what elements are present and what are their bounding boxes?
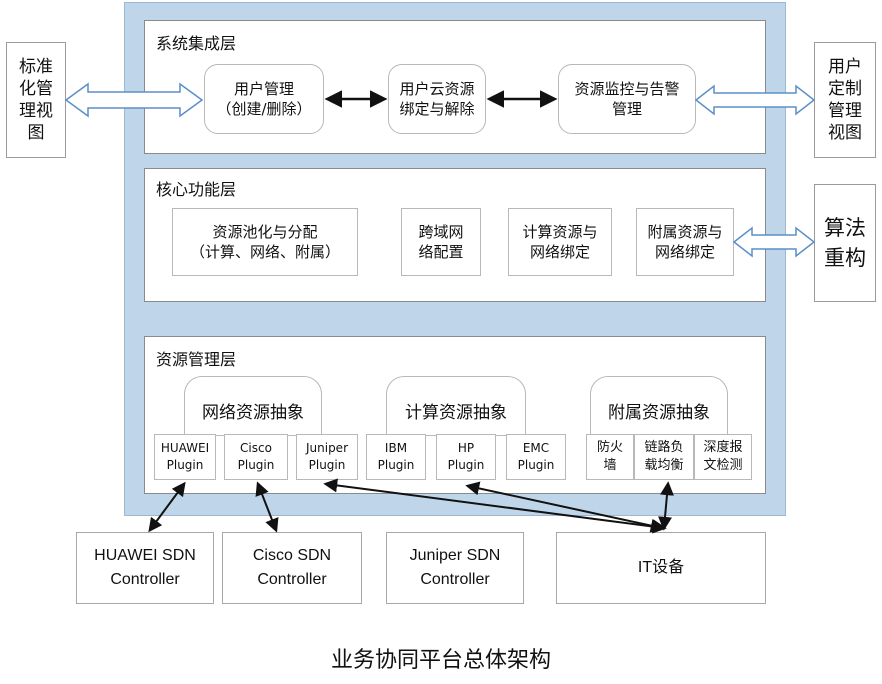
arrow-aux-it bbox=[658, 481, 674, 531]
huawei-plugin: HUAWEI Plugin bbox=[154, 434, 216, 480]
cisco-sdn-controller: Cisco SDN Controller bbox=[222, 532, 362, 604]
auxiliary-network-binding-box: 附属资源与 网络绑定 bbox=[636, 208, 734, 276]
resource-pooling-box: 资源池化与分配 （计算、网络、附属） bbox=[172, 208, 358, 276]
huawei-sdn-controller: HUAWEI SDN Controller bbox=[76, 532, 214, 604]
network-abstraction-group bbox=[184, 376, 322, 436]
resource-layer-title: 资源管理层 bbox=[156, 350, 237, 369]
algorithm-reconstruction-box: 算法 重构 bbox=[814, 184, 876, 302]
standardized-management-view: 标准 化管 理视 图 bbox=[6, 42, 66, 158]
juniper-plugin: Juniper Plugin bbox=[296, 434, 358, 480]
hollow-arrow-right-view bbox=[694, 84, 816, 116]
user-management-box: 用户管理 （创建/删除） bbox=[204, 64, 324, 134]
resource-monitoring-box: 资源监控与告警 管理 bbox=[558, 64, 696, 134]
hollow-arrow-algorithm bbox=[732, 226, 816, 258]
hollow-arrow-left-view bbox=[64, 82, 204, 118]
diagram-caption: 业务协同平台总体架构 bbox=[330, 648, 551, 673]
it-equipment-box: IT设备 bbox=[556, 532, 766, 604]
ibm-plugin: IBM Plugin bbox=[366, 434, 426, 480]
network-abstraction-title: 网络资源抽象 bbox=[202, 403, 304, 423]
link-load-balancing-box: 链路负 载均衡 bbox=[634, 434, 694, 480]
arrow-juniper-plugin-controller bbox=[323, 478, 667, 534]
user-custom-management-view: 用户 定制 管理 视图 bbox=[814, 42, 876, 158]
cloud-resource-binding-box: 用户云资源 绑定与解除 bbox=[388, 64, 486, 134]
arrow-hp-plugin-it bbox=[465, 481, 665, 533]
system-layer-title: 系统集成层 bbox=[156, 34, 237, 53]
auxiliary-abstraction-title: 附属资源抽象 bbox=[608, 403, 710, 423]
emc-plugin: EMC Plugin bbox=[506, 434, 566, 480]
juniper-sdn-controller: Juniper SDN Controller bbox=[386, 532, 524, 604]
compute-abstraction-title: 计算资源抽象 bbox=[405, 403, 507, 423]
cross-domain-network-box: 跨域网 络配置 bbox=[401, 208, 481, 276]
arrow-cisco-plugin-controller bbox=[255, 481, 279, 533]
deep-packet-inspection-box: 深度报 文检测 bbox=[694, 434, 752, 480]
firewall-box: 防火 墙 bbox=[586, 434, 634, 480]
core-layer-title: 核心功能层 bbox=[156, 180, 237, 199]
cisco-plugin: Cisco Plugin bbox=[224, 434, 288, 480]
arrow-huawei-plugin-controller bbox=[148, 481, 186, 533]
compute-network-binding-box: 计算资源与 网络绑定 bbox=[508, 208, 612, 276]
